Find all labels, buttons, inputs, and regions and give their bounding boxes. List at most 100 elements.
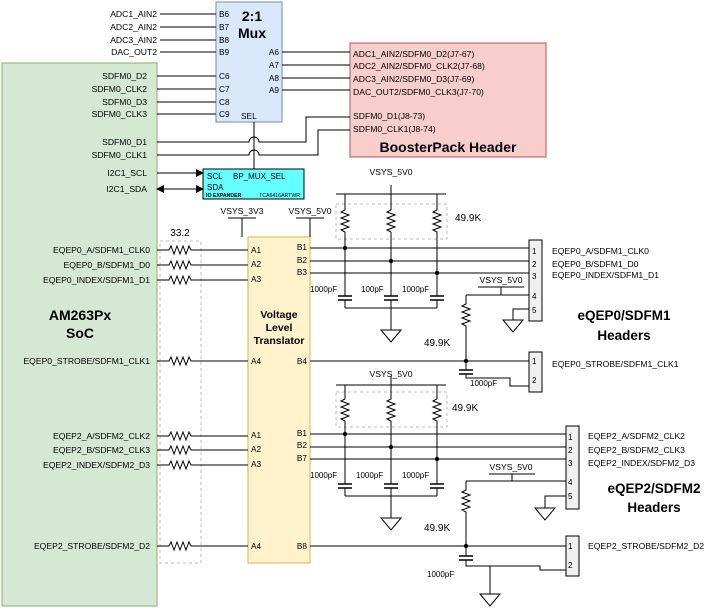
eqep0-strobe-pin-1: 1 [532,357,537,366]
eqep2-pin-4: 4 [568,478,573,487]
booster-signal-6: SDFM0_CLK1(J8-74) [353,124,436,134]
eqep0-header-5pin [528,239,543,322]
resistor [164,260,196,270]
capacitor [429,295,445,301]
mux-pin-b9: B9 [219,47,230,57]
translator-pin-b2-bottom: B2 [297,440,308,450]
wire [310,433,566,460]
pullup-value-top: 49.9K [455,213,481,224]
eqep2-strobe-pin-2: 2 [568,561,573,570]
resistor [164,245,196,255]
resistor [461,299,471,331]
eqep2-pin-1: 1 [568,433,573,442]
ground-symbol [380,517,402,531]
eqep0-pin-2: 2 [532,260,537,269]
eqep0-strobe-pin-2: 2 [532,376,537,385]
mux-pin-b8: B8 [219,35,230,45]
capacitor [337,295,353,301]
io-expander-sda: SDA [207,183,224,192]
wire [544,495,566,508]
mux-pin-a9: A9 [269,85,280,95]
translator-pin-a1-top: A1 [251,245,262,255]
translator-pin-b2-top: B2 [297,255,308,265]
resistor [461,485,471,517]
io-expander-name: IO EXPANDER [206,193,242,199]
mux-title-line2: Mux [238,25,266,41]
eqep2-pin-5: 5 [568,492,573,501]
eqep2-strobe-pin-1: 1 [568,542,573,551]
io-expander-signal: BP_MUX_SEL [233,172,286,181]
eqep2-signal-strobe: EQEP2_STROBE/SDFM2_D2 [588,541,704,551]
capacitor [458,555,474,561]
signal-sdfm0-d2: SDFM0_D2 [102,71,147,81]
ground-symbol [479,593,501,607]
ground-symbol [534,507,556,521]
series-resistor-value: 33.2 [170,228,190,239]
series-resistor-group [159,240,202,564]
signal-eqep0-index: EQEP0_INDEX/SDFM1_D1 [43,275,150,285]
booster-signal-2: ADC2_AIN2/SDFM0_CLK2(J7-68) [353,61,485,71]
signal-sdfm0-clk2: SDFM0_CLK2 [92,84,148,94]
cap-value-top-2: 100pF [361,285,384,294]
mux-pin-c7: C7 [219,84,230,94]
resistor [164,431,196,441]
resistor [164,445,196,455]
translator-pin-b3-top: B3 [297,267,308,277]
translator-pin-a2-bottom: A2 [251,444,262,454]
eqep0-signal-strobe: EQEP0_STROBE/SDFM1_CLK1 [552,359,679,369]
signal-i2c1-sda: I2C1_SDA [106,184,147,194]
io-expander-part: TCA6416ARTWR [259,193,300,199]
signal-eqep0-b: EQEP0_B/SDFM1_D0 [64,260,151,270]
eqep2-header-5pin [565,425,580,510]
translator-pin-b4-top: B4 [297,356,308,366]
resistor [164,460,196,470]
eqep0-header-rail: VSYS_5V0 [480,275,523,285]
translator-rail-a: VSYS_3V3 [221,206,264,216]
translator-pin-a3-bottom: A3 [251,459,262,469]
booster-signal-5: SDFM0_D1(J8-73) [353,111,425,121]
signal-sdfm0-d3: SDFM0_D3 [102,97,147,107]
series-resistors [157,245,248,551]
eqep0-header-pins: 1 2 3 4 5 1 2 [532,247,537,385]
soc-title: AM263Px [49,307,111,323]
cap-value-bottom-2: 1000pF [356,471,383,480]
resistor [164,356,196,366]
translator-pin-a4-bottom: A4 [251,541,262,551]
mux-pin-a6: A6 [269,47,280,57]
translator-rail-b: VSYS_5V0 [289,206,332,216]
boosterpack-header-block [349,42,547,158]
header-wiring [310,247,566,607]
capacitor [337,483,353,489]
signal-dac-out2: DAC_OUT2 [111,47,157,57]
mux-pin-b7: B7 [219,22,230,32]
io-expander-block [202,168,305,200]
translator-pin-a3-top: A3 [251,274,262,284]
booster-title: BoosterPack Header [380,139,518,155]
soc-block [1,62,158,607]
signal-adc1-ain2: ADC1_AIN2 [110,9,157,19]
translator-pin-a4-top: A4 [251,356,262,366]
eqep2-signal-b: EQEP2_B/SDFM2_CLK3 [588,445,685,455]
translator-pin-b1-bottom: B1 [297,428,308,438]
translator-pin-b7-bottom: B7 [297,453,308,463]
junction-dot [463,543,469,549]
eqep0-header-2pin [528,351,543,393]
capacitor [383,483,399,489]
cap-value-bottom-1: 1000pF [310,471,337,480]
booster-signal-1: ADC1_AIN2/SDFM0_D2(J7-67) [353,49,474,59]
mux-pin-c6: C6 [219,71,230,81]
booster-signal-4: DAC_OUT2/SDFM0_CLK3(J7-70) [353,87,484,97]
ground-symbol [380,329,402,343]
resistor [340,205,350,237]
pullup-value-bottom: 49.9K [452,403,478,414]
booster-signal-3: ADC3_AIN2/SDFM0_D3(J7-69) [353,74,474,84]
resistor [340,394,350,426]
eqep0-strobe-pullup-value: 49.9K [424,338,450,349]
pullup-rail-bottom: VSYS_5V0 [370,369,413,379]
wire [310,247,529,274]
eqep0-pin-5: 5 [532,306,537,315]
translator-line1: Voltage [260,309,297,321]
eqep2-header-2pin [565,535,580,577]
translator-pin-a1-bottom: A1 [251,430,262,440]
eqep0-title-line1: eQEP0/SDFM1 [577,308,671,323]
